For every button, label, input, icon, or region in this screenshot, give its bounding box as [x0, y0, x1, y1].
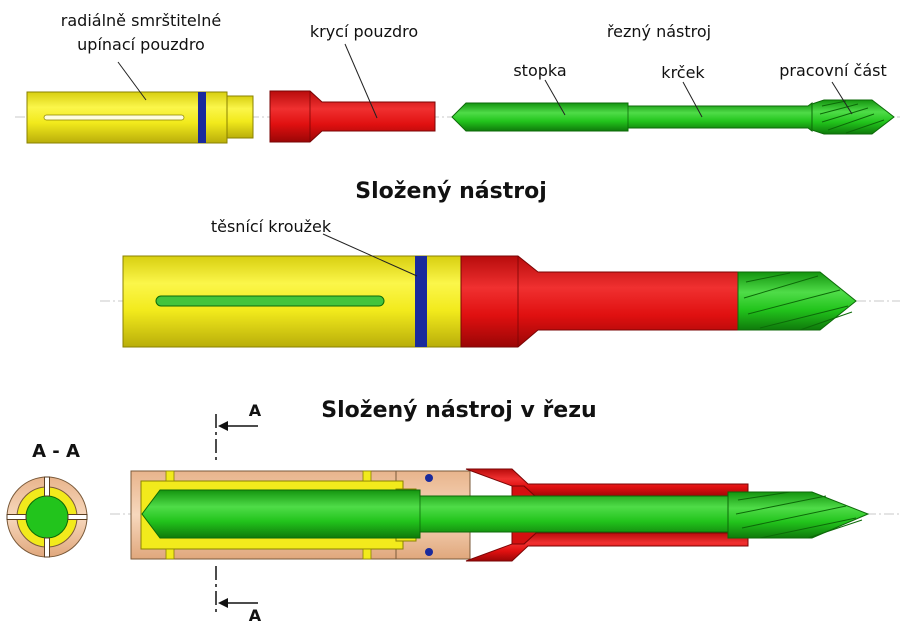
- collet-part: [26, 91, 254, 144]
- longitudinal-section: [110, 468, 900, 562]
- seal-ring-exploded: [198, 92, 206, 143]
- label-shank: stopka: [513, 61, 566, 80]
- label-radial-line1: radiálně smrštitelné: [61, 11, 221, 30]
- cover-sleeve-part: [269, 90, 436, 143]
- cross-section-aa: A - A: [6, 441, 88, 558]
- exploded-view: radiálně smrštitelné upínací pouzdro kry…: [15, 11, 900, 144]
- section-cover-bottom: [465, 532, 749, 562]
- aa-tool-core: [25, 495, 69, 539]
- marker-a-bottom: A: [249, 606, 262, 621]
- working-part-flutes: [811, 99, 895, 135]
- assembled-view: těsnící kroužek: [100, 217, 900, 348]
- title-assembled: Složený nástroj: [355, 179, 547, 204]
- assembled-cover: [460, 255, 741, 348]
- marker-a-top: A: [249, 401, 262, 420]
- label-seal-ring: těsnící kroužek: [211, 217, 332, 236]
- leader-seal-ring: [322, 233, 418, 277]
- assembled-slot: [155, 295, 385, 307]
- section-seal-bottom: [425, 548, 433, 556]
- label-neck: krček: [661, 63, 705, 82]
- section-seal-top: [425, 474, 433, 482]
- label-section-aa: A - A: [32, 441, 80, 462]
- cutting-tool-part: [451, 99, 895, 135]
- section-tool: [141, 489, 731, 539]
- seal-ring-assembled: [415, 256, 427, 347]
- section-tool-tip: [727, 491, 870, 539]
- collet-slot: [43, 114, 185, 121]
- label-radial-line2: upínací pouzdro: [77, 35, 205, 54]
- section-cover-top: [465, 468, 749, 498]
- label-cover-sleeve: krycí pouzdro: [310, 22, 418, 41]
- section-markers: A A: [215, 401, 262, 625]
- leader-lines-top: [117, 43, 853, 119]
- label-working-part: pracovní část: [779, 61, 886, 80]
- label-cutting-tool: řezný nástroj: [607, 22, 711, 41]
- title-section: Složený nástroj v řezu: [321, 398, 596, 423]
